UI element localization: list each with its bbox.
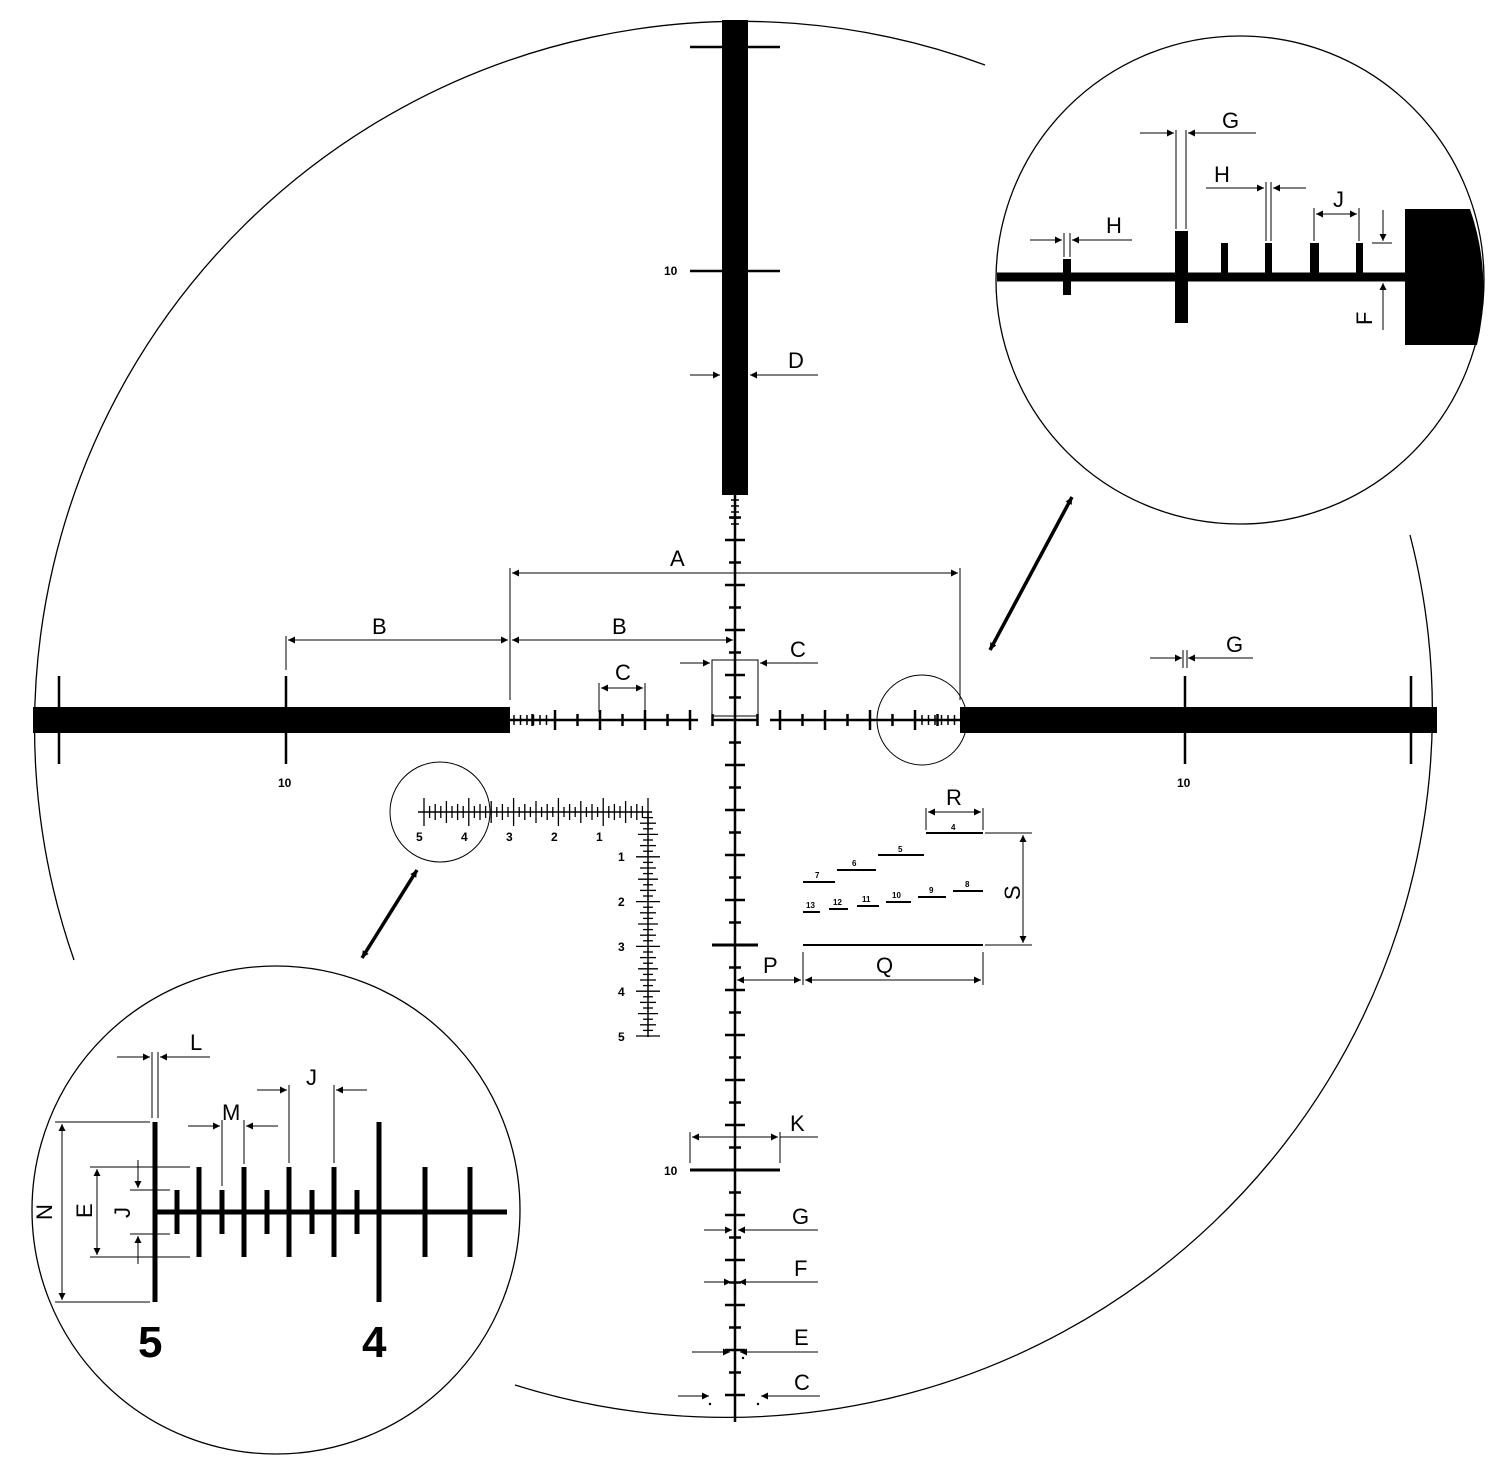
zoom-thick-post-end	[1405, 209, 1484, 345]
range-finding-bars	[803, 832, 983, 946]
label-q: Q	[876, 953, 893, 978]
label-c-left: C	[615, 660, 631, 685]
zoom-label-g: G	[1222, 108, 1239, 133]
label-g-right: G	[1226, 632, 1243, 657]
grid-h-label-3: 3	[506, 830, 513, 844]
center-box	[711, 659, 759, 717]
grid-v-label-3: 3	[618, 940, 625, 954]
label-f: F	[794, 1256, 807, 1281]
reticle-dots	[708, 1290, 760, 1406]
label-c-center: C	[790, 637, 806, 662]
range-label-9: 9	[929, 886, 934, 895]
grid-v-label-2: 2	[618, 895, 625, 909]
top-thick-post	[722, 20, 748, 495]
zoom-arrow-bottom-left	[360, 869, 419, 959]
magnifier-circle-right	[876, 674, 968, 766]
zoom2-label-e: E	[72, 1203, 97, 1218]
range-label-6: 6	[852, 859, 857, 868]
zoom-ticks	[1063, 231, 1363, 323]
label-g-bottom: G	[792, 1204, 809, 1229]
label-a: A	[670, 546, 685, 571]
zoom2-label-l: L	[190, 1030, 202, 1055]
dimension-lines	[285, 371, 1253, 1400]
label-c-bottom: C	[794, 1370, 810, 1395]
zoom2-label-m: M	[222, 1100, 240, 1125]
range-label-7: 7	[815, 871, 820, 880]
right-thick-post	[960, 707, 1437, 733]
post-ticks	[57, 45, 1413, 764]
label-d: D	[788, 348, 804, 373]
range-label-5: 5	[898, 845, 903, 854]
grid-h-label-4: 4	[461, 830, 468, 844]
label-s: S	[1000, 885, 1025, 900]
field-of-view-arc-right	[514, 534, 1434, 1419]
zoom-label-f: F	[1352, 312, 1377, 325]
zoom2-ticks	[152, 1122, 473, 1302]
scale-label-right: 10	[1177, 776, 1191, 790]
grid-h-label-2: 2	[551, 830, 558, 844]
label-b-right: B	[612, 614, 627, 639]
scale-label-left: 10	[278, 776, 292, 790]
grid-v-label-5: 5	[618, 1030, 625, 1044]
range-label-13: 13	[806, 901, 815, 910]
zoom2-number-5: 5	[138, 1318, 162, 1367]
grid-horizontal-numbers: 5 4 3 2 1	[416, 830, 603, 844]
zoom-dimension-lines	[1030, 129, 1392, 330]
grid-h-label-5: 5	[416, 830, 423, 844]
label-b-left: B	[372, 614, 387, 639]
left-thick-post	[33, 707, 510, 733]
field-of-view-arc-upper	[33, 20, 986, 961]
zoom-label-j: J	[1333, 187, 1344, 212]
grid-v-label-4: 4	[618, 985, 625, 999]
range-label-8: 8	[965, 880, 970, 889]
zoom2-label-n: N	[32, 1204, 57, 1220]
zoom-label-h-left: H	[1106, 213, 1122, 238]
scale-label-bottom: 10	[664, 1164, 678, 1178]
horizontal-hash-marks	[513, 710, 956, 730]
zoom-arrow-top-right	[988, 496, 1074, 651]
zoom-label-h-upper: H	[1214, 162, 1230, 187]
grid-v-label-1: 1	[618, 850, 625, 864]
label-p: P	[763, 953, 778, 978]
vertical-upper-hash-marks	[725, 499, 745, 699]
range-finding-numbers: 7 6 5 4 13 12 11 10 9 8	[806, 823, 970, 910]
zoom2-label-j-top: J	[306, 1065, 317, 1090]
main-reticle: 10 10 10 10 5 4 3 2 1 1 2 3 4 5	[33, 20, 1437, 1422]
range-label-10: 10	[892, 891, 901, 900]
range-label-12: 12	[833, 898, 842, 907]
zoom2-dimension-lines	[55, 1052, 367, 1303]
zoom2-label-j-side: J	[110, 1207, 135, 1218]
range-label-11: 11	[862, 895, 871, 904]
range-label-4: 4	[951, 823, 956, 832]
grid-vertical-numbers: 1 2 3 4 5	[618, 850, 625, 1044]
label-k: K	[790, 1111, 805, 1136]
scale-label-top: 10	[664, 264, 678, 278]
zoom-inset-top-right: G H H J F	[995, 35, 1485, 525]
zoom-inset-bottom-left: L M J N E J 5 4	[31, 965, 521, 1455]
label-e: E	[794, 1325, 809, 1350]
holdover-grid-scale	[418, 798, 660, 1037]
grid-h-label-1: 1	[596, 830, 603, 844]
label-r: R	[946, 785, 962, 810]
zoom2-number-4: 4	[362, 1318, 387, 1367]
